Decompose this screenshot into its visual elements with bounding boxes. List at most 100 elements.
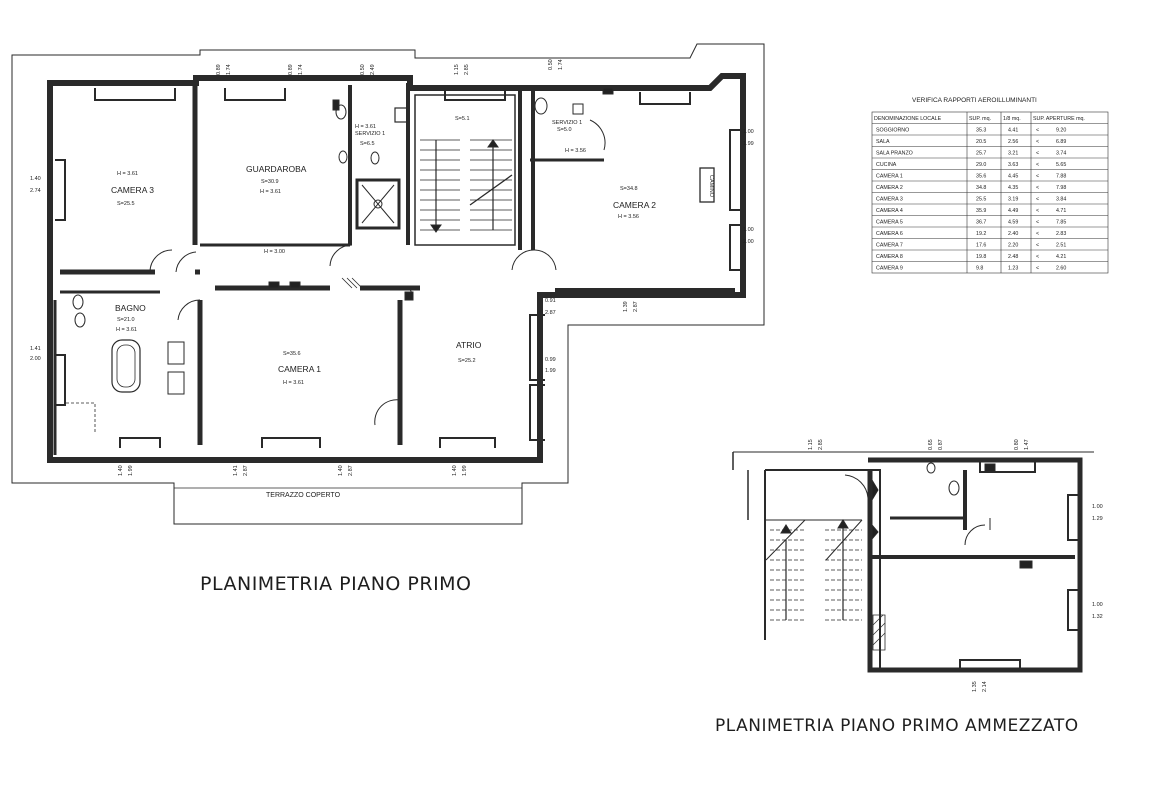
table-cell: 36.7 [976, 220, 986, 226]
table-cell: 19.2 [976, 231, 986, 237]
dim-bot4-a: 1.40 [452, 465, 458, 476]
scala-surface: S=5.1 [455, 116, 470, 122]
table-cell: < [1036, 174, 1039, 180]
table-cell: < [1036, 220, 1039, 226]
table-cell: < [1036, 128, 1039, 134]
dim-top4-a: 1.15 [454, 64, 460, 75]
main-dimensions: 0.89 1.74 0.89 1.74 0.50 2.49 1.15 2.85 … [30, 59, 754, 476]
table-cell: 6.89 [1056, 139, 1066, 145]
table-cell: 4.41 [1008, 128, 1018, 134]
table-cell: 2.51 [1056, 243, 1066, 249]
mz-dim-r1-a: 1.00 [1092, 504, 1103, 510]
dim-top2-b: 1.74 [298, 64, 304, 75]
table-cell: 4.71 [1056, 208, 1066, 214]
dim-atrio-b1: 0.99 [545, 357, 556, 363]
servizio1-name: SERVIZIO 1 [355, 131, 385, 137]
table-cell: < [1036, 231, 1039, 237]
table-cell: 25.5 [976, 197, 986, 203]
table-cell: < [1036, 139, 1039, 145]
table-cell: 4.49 [1008, 208, 1018, 214]
table-cell: 35.9 [976, 208, 986, 214]
dim-top3-a: 0.50 [360, 64, 366, 75]
plan-piano-ammezzato [732, 451, 1094, 673]
dim-atrio-a2: 2.87 [545, 310, 556, 316]
mz-dim-top2-a: 0.65 [928, 439, 934, 450]
dim-vert-atrio-a: 1.39 [623, 301, 629, 312]
mz-dim-top3-b: 1.47 [1024, 439, 1030, 450]
table-cell: 7.85 [1056, 220, 1066, 226]
dim-left2-a: 1.41 [30, 346, 41, 352]
dim-right2-a: 1.00 [743, 227, 754, 233]
dim-bot2-b: 2.87 [243, 465, 249, 476]
table-cell: 3.21 [1008, 151, 1018, 157]
table-cell: < [1036, 243, 1039, 249]
table-cell: 4.45 [1008, 174, 1018, 180]
table-cell: 17.6 [976, 243, 986, 249]
dim-bot1-a: 1.40 [118, 465, 124, 476]
atrio-name: ATRIO [456, 340, 482, 350]
atrio-surface: S=25.2 [458, 358, 476, 364]
camino-label: CAMINO [708, 175, 714, 198]
dim-left1-a: 1.40 [30, 176, 41, 182]
table-cell: 9.20 [1056, 128, 1066, 134]
table-cell: 3.63 [1008, 162, 1018, 168]
dim-right1-a: 1.00 [743, 129, 754, 135]
table-cell: 35.6 [976, 174, 986, 180]
dim-vert-atrio-b: 2.87 [633, 301, 639, 312]
table-cell: 4.35 [1008, 185, 1018, 191]
table-cell: 2.60 [1056, 266, 1066, 272]
dim-right2-b: 2.00 [743, 239, 754, 245]
table-cell: 19.8 [976, 254, 986, 260]
table-header-cell: 1/8 mq. [1003, 116, 1021, 122]
table-cell: < [1036, 162, 1039, 168]
dim-bot3-b: 2.87 [348, 465, 354, 476]
mz-dim-top3-a: 0.80 [1014, 439, 1020, 450]
table-cell: 2.40 [1008, 231, 1018, 237]
dim-top1-b: 1.74 [226, 64, 232, 75]
mezzanine-plan-title: PLANIMETRIA PIANO PRIMO AMMEZZATO [715, 716, 1079, 736]
table-room-name: CAMERA 7 [876, 243, 903, 249]
table-cell: 2.48 [1008, 254, 1018, 260]
mz-dim-r1-b: 1.29 [1092, 516, 1103, 522]
table-room-name: SALA [876, 139, 890, 145]
guardaroba-height: H = 3.61 [260, 189, 281, 195]
table-room-name: SOGGIORNO [876, 128, 909, 134]
table-room-name: CAMERA 6 [876, 231, 903, 237]
bagno-height: H = 3.61 [116, 327, 137, 333]
dim-bot2-a: 1.41 [233, 465, 239, 476]
camera3-height: H = 3.61 [117, 171, 138, 177]
table-cell: 25.7 [976, 151, 986, 157]
bagno-surface: S=21.0 [117, 317, 135, 323]
table-room-name: CAMERA 3 [876, 197, 903, 203]
table-room-name: CAMERA 2 [876, 185, 903, 191]
terrazzo-name: TERRAZZO COPERTO [266, 492, 341, 499]
table-cell: 34.8 [976, 185, 986, 191]
camera1-height: H = 3.61 [283, 380, 304, 386]
table-cell: 2.83 [1056, 231, 1066, 237]
camera3-name: CAMERA 3 [111, 185, 154, 195]
mz-dim-bot-b: 2.14 [982, 681, 988, 692]
camera1-surface: S=35.6 [283, 351, 301, 357]
dim-bot4-b: 1.99 [462, 465, 468, 476]
plan-piano-primo [11, 43, 765, 525]
servizio1b-height: H = 3.56 [565, 148, 586, 154]
servizio1b-surface: S=5.0 [557, 127, 572, 133]
corridoio-height: H = 3.00 [264, 249, 285, 255]
table-cell: 7.98 [1056, 185, 1066, 191]
camera1-name: CAMERA 1 [278, 364, 321, 374]
guardaroba-surface: S=30.9 [261, 179, 279, 185]
dim-atrio-a1: 0.91 [545, 298, 556, 304]
table-cell: < [1036, 266, 1039, 272]
table-room-name: CUCINA [876, 162, 897, 168]
table-header-cell: DENOMINAZIONE LOCALE [874, 116, 942, 122]
dim-top2-a: 0.89 [288, 64, 294, 75]
table-room-name: CAMERA 8 [876, 254, 903, 260]
bagno-name: BAGNO [115, 303, 146, 313]
camera2-surface: S=34.8 [620, 186, 638, 192]
dim-bot1-b: 1.99 [128, 465, 134, 476]
camera3-surface: S=25.5 [117, 201, 135, 207]
table-room-name: CAMERA 1 [876, 174, 903, 180]
table-room-name: CAMERA 9 [876, 266, 903, 272]
table-title: VERIFICA RAPPORTI AEROILLUMINANTI [912, 97, 1037, 104]
